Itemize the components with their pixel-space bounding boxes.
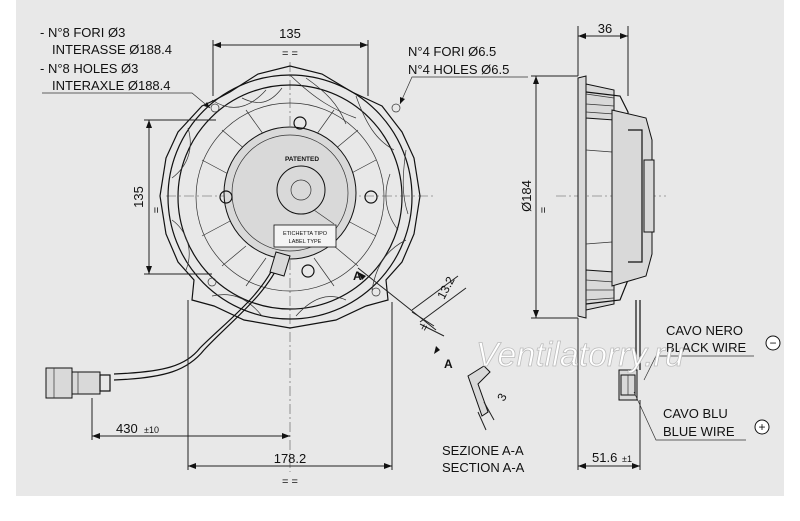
note-small-holes-en-2: INTERAXLE Ø188.4 [52,78,171,93]
wire-blue-it: CAVO BLU [663,406,728,421]
wire-black-en: BLACK WIRE [666,340,747,355]
label-type-text-en: LABEL TYPE [289,239,322,245]
dim-side-184-sym: = [538,207,550,213]
label-leader [313,209,335,225]
connector-body [45,367,73,399]
note-big-holes-it: N°4 FORI Ø6.5 [408,44,496,59]
front-dimensions: 135 = = 135 = 178.2 = = 430 ±10 [91,26,393,488]
section-marker-a-top: A [353,269,362,283]
wire-black-sign: − [769,336,776,350]
section-title-en: SECTION A-A [442,460,525,475]
fan-blades [171,74,409,317]
wire-labels: CAVO NERO BLACK WIRE − CAVO BLU BLUE WIR… [633,323,781,441]
wire-black-it: CAVO NERO [666,323,743,338]
patented-label: PATENTED [285,156,319,163]
label-type-box [273,224,337,248]
note-small-holes-leader [42,92,211,109]
dim-side-184-text: Ø184 [519,180,534,212]
dim-bottom-178-sym: = = [282,476,298,488]
motor-hub-inner [231,134,349,252]
inner-ring [177,84,403,310]
note-small-holes-en-1: - N°8 HOLES Ø3 [40,61,138,76]
section-arrow-2 [434,346,440,354]
dim-side-51-tol: ±1 [622,454,632,464]
dim-side-36-text: 36 [598,21,612,36]
note-small-holes-it-2: INTERASSE Ø188.4 [52,42,172,57]
technical-drawing: PATENTED ETICHETTA TIPO LABEL TYPE A A [40,21,781,488]
dim-side-51-text: 51.6 [592,450,617,465]
screw-left [219,190,233,204]
section-detail: 3 SEZIONE A-A SECTION A-A [442,365,525,475]
side-shaft-cap [643,159,655,233]
note-small-holes-it-1: - N°8 FORI Ø3 [40,25,125,40]
watermark: Ventilatorry.ru [476,336,684,374]
notes: - N°8 FORI Ø3 INTERASSE Ø188.4 - N°8 HOL… [40,25,528,109]
section-cut-line [357,267,437,331]
side-flange [577,75,587,319]
screw-top [293,116,307,130]
dim-13-2-sym: = [418,322,432,333]
dim-cable-430-text: 430 [116,421,138,436]
dim-left-135-sym: = [151,207,163,213]
motor-center-cap [276,165,326,215]
side-motor-inner [628,129,643,263]
dim-section-3-text: 3 [494,391,510,404]
wire-blue-en: BLUE WIRE [663,424,735,439]
front-view: PATENTED ETICHETTA TIPO LABEL TYPE A A [45,62,467,472]
drawing-sheet: PATENTED ETICHETTA TIPO LABEL TYPE A A [16,0,784,496]
cable-grommet [269,251,291,277]
wire-black-leader [643,355,754,381]
wire-blue-sign: + [758,420,765,434]
connector [45,367,111,399]
fan-flange-outline [159,65,421,329]
note-big-holes-en: N°4 HOLES Ø6.5 [408,62,509,77]
hole-tl [210,103,220,113]
screw-bottom [301,264,315,278]
screw-right [364,190,378,204]
side-fins [585,83,615,311]
cable [113,257,283,381]
label-type-text-it: ETICHETTA TIPO [283,231,328,237]
wire-blue-leader [633,391,746,441]
section-title-it: SEZIONE A-A [442,443,524,458]
dim-bottom-178-text: 178.2 [274,451,307,466]
hole-tr [391,103,401,113]
mounting-screws [207,103,401,297]
side-view [556,75,666,401]
grille-ring [195,102,385,292]
hole-bl [207,277,217,287]
minus-sign-circle [765,335,781,351]
dim-top-135-sym: = = [282,48,298,60]
cable-inner [113,257,279,375]
side-dimensions: 36 Ø184 = 51.6 ±1 [519,21,641,470]
hole-br [371,287,381,297]
dim-13-2 [411,275,467,337]
dim-left-135-text: 135 [131,186,146,208]
section-arrow-1 [358,272,366,280]
plus-sign-circle [754,419,770,435]
connector-housing [71,371,101,395]
section-marker-a-bottom: A [444,357,453,371]
dim-cable-430-tol: ±10 [144,425,159,435]
motor-shaft [290,179,312,201]
dim-top-135-text: 135 [279,26,301,41]
note-big-holes-leader [399,76,528,105]
grille-bars [201,109,377,287]
